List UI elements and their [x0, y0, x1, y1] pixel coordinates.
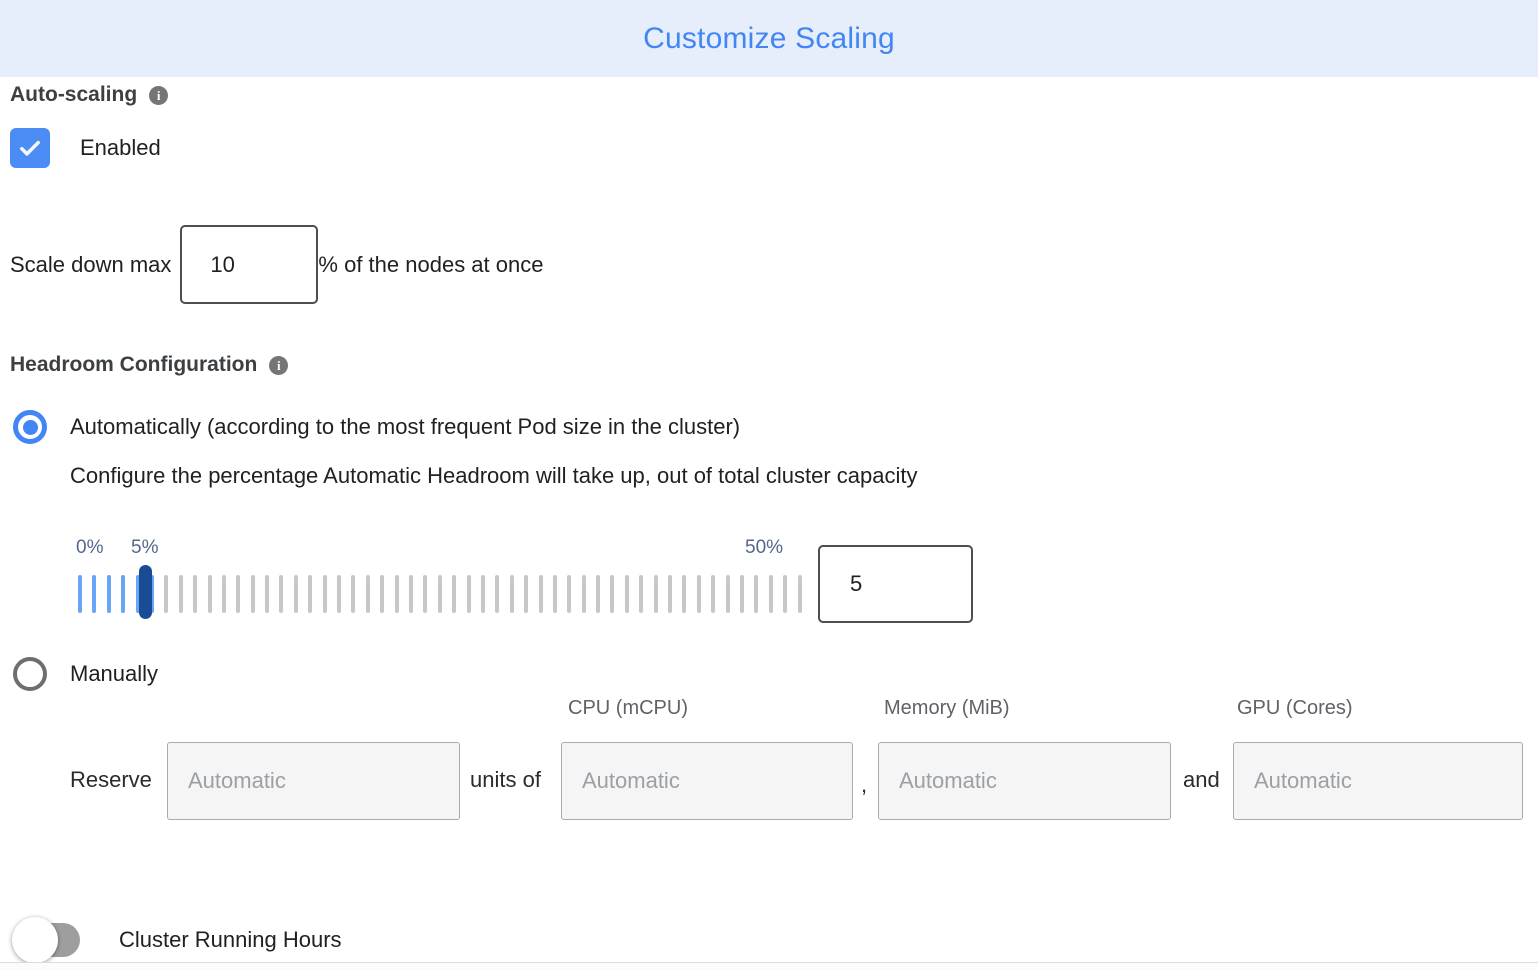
headroom-slider-track[interactable]: [78, 575, 802, 613]
slider-tick: [265, 575, 270, 613]
slider-tick: [423, 575, 428, 613]
automatic-description: Configure the percentage Automatic Headr…: [70, 463, 918, 488]
slider-tick: [696, 575, 701, 613]
column-header-gpu: GPU (Cores): [1237, 697, 1353, 719]
slider-tick: [380, 575, 385, 613]
column-header-cpu: CPU (mCPU): [568, 697, 688, 719]
radio-dot: [22, 419, 38, 435]
slider-tick: [106, 575, 111, 613]
headroom-percentage-input[interactable]: [818, 545, 973, 623]
headroom-slider-handle[interactable]: [139, 565, 153, 619]
automatic-radio[interactable]: [13, 410, 47, 444]
slider-tick: [293, 575, 298, 613]
info-icon[interactable]: i: [149, 85, 169, 105]
automatic-option-label: Automatically (according to the most fre…: [70, 414, 741, 439]
units-of-label: units of: [470, 767, 541, 792]
slider-tick: [567, 575, 572, 613]
slider-tick: [308, 575, 313, 613]
scale-down-row: Scale down max % of the nodes at once: [10, 225, 543, 304]
slider-tick: [394, 575, 399, 613]
slider-tick: [207, 575, 212, 613]
info-icon[interactable]: i: [269, 355, 289, 375]
slider-tick: [711, 575, 716, 613]
slider-tick: [92, 575, 97, 613]
reserve-count-input[interactable]: [167, 742, 460, 820]
slider-tick: [193, 575, 198, 613]
slider-tick: [236, 575, 241, 613]
slider-tick: [754, 575, 759, 613]
slider-tick: [279, 575, 284, 613]
slider-tick: [466, 575, 471, 613]
column-header-memory: Memory (MiB): [884, 697, 1010, 719]
cluster-running-hours-row: Cluster Running Hours: [12, 917, 342, 963]
slider-tick: [408, 575, 413, 613]
headroom-manual-option: Manually: [13, 657, 158, 691]
slider-tick: [653, 575, 658, 613]
slider-tick: [250, 575, 255, 613]
checkmark-icon: [20, 140, 40, 156]
slider-tick: [221, 575, 226, 613]
autoscaling-enabled-checkbox[interactable]: [10, 128, 50, 168]
headroom-label: Headroom Configuration: [10, 353, 258, 376]
slider-tick: [639, 575, 644, 613]
cluster-running-hours-toggle[interactable]: [12, 917, 80, 963]
slider-tick: [121, 575, 126, 613]
slider-max-label: 50%: [745, 537, 784, 558]
slider-tick: [337, 575, 342, 613]
page-title: Customize Scaling: [643, 21, 895, 55]
reserve-gpu-input[interactable]: [1233, 742, 1523, 820]
slider-tick: [552, 575, 557, 613]
slider-tick: [365, 575, 370, 613]
headroom-section-label: Headroom Configuration i: [10, 353, 289, 377]
slider-tick: [581, 575, 586, 613]
slider-tick: [351, 575, 356, 613]
slider-tick: [135, 575, 140, 613]
autoscaling-section-label: Auto-scaling i: [10, 83, 169, 107]
reserve-label: Reserve: [70, 767, 152, 792]
autoscaling-enabled-row: Enabled: [10, 128, 161, 168]
slider-tick: [178, 575, 183, 613]
slider-tick: [480, 575, 485, 613]
slider-tick: [509, 575, 514, 613]
slider-tick: [768, 575, 773, 613]
slider-tick: [725, 575, 730, 613]
slider-tick: [322, 575, 327, 613]
cluster-running-hours-label: Cluster Running Hours: [119, 927, 342, 952]
scale-down-suffix-label: % of the nodes at once: [318, 251, 544, 277]
reserve-cpu-input[interactable]: [561, 742, 853, 820]
slider-tick: [682, 575, 687, 613]
slider-tick: [164, 575, 169, 613]
slider-tick: [78, 575, 82, 613]
slider-min-label: 0%: [76, 537, 104, 558]
panel-header: Customize Scaling: [0, 0, 1538, 77]
manually-radio[interactable]: [13, 657, 47, 691]
slider-tick: [624, 575, 629, 613]
autoscaling-label: Auto-scaling: [10, 83, 138, 106]
toggle-knob: [12, 917, 58, 963]
slider-tick: [524, 575, 529, 613]
slider-tick: [668, 575, 673, 613]
slider-tick: [610, 575, 615, 613]
slider-tick: [797, 575, 802, 613]
slider-tick: [783, 575, 788, 613]
bottom-strip: [0, 963, 1538, 970]
slider-tick: [495, 575, 500, 613]
autoscaling-enabled-label: Enabled: [80, 135, 161, 160]
slider-tick: [452, 575, 457, 613]
comma-separator: ,: [861, 772, 868, 797]
slider-tick: [437, 575, 442, 613]
scale-down-max-input[interactable]: [180, 225, 319, 304]
slider-tick: [596, 575, 601, 613]
slider-tick: [538, 575, 543, 613]
headroom-automatic-option: Automatically (according to the most fre…: [13, 410, 740, 444]
slider-tick: [739, 575, 744, 613]
and-label: and: [1183, 767, 1220, 792]
bottom-divider: [0, 962, 1538, 963]
slider-current-label: 5%: [131, 537, 159, 558]
reserve-memory-input[interactable]: [878, 742, 1171, 820]
manually-option-label: Manually: [70, 661, 159, 686]
scale-down-prefix-label: Scale down max: [10, 251, 172, 277]
